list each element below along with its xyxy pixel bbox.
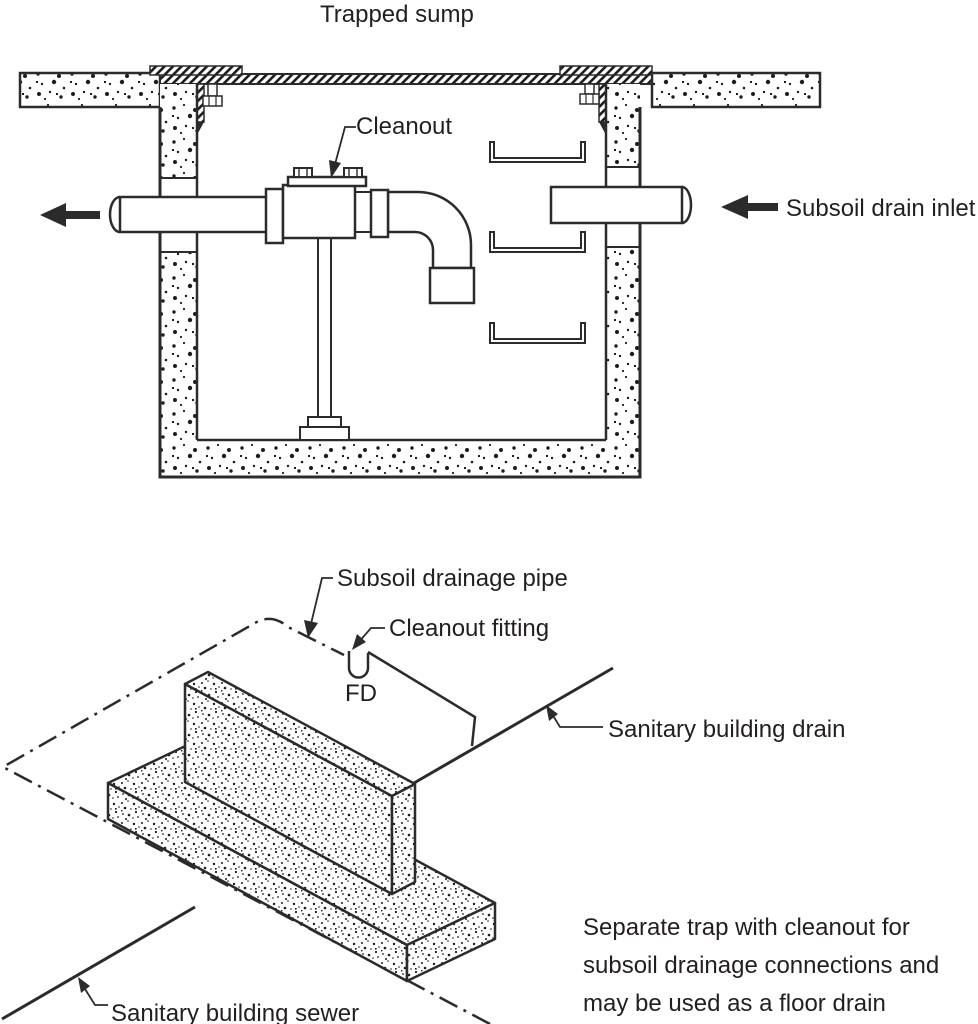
cleanout-flange [286, 175, 368, 188]
sanitary-building-drain-line [413, 666, 614, 785]
subsoil-drainage-pipe-line [0, 617, 491, 1024]
sump-inner-outline [195, 84, 608, 442]
inlet-pipe [549, 185, 693, 225]
cleanout-leader [329, 126, 356, 178]
ladder-rung [489, 322, 586, 344]
fitting-connection-line [367, 650, 477, 747]
cleanout-tee-assembly [264, 167, 390, 245]
sump-cover-plate [159, 73, 653, 85]
cleanout-fitting-leader [352, 627, 385, 650]
sanitary-building-sewer-label: Sanitary building sewer [111, 1000, 359, 1024]
sanitary-building-sewer-line [1, 905, 196, 1021]
flange-bolt [343, 167, 363, 178]
flange-bolt [293, 167, 313, 178]
slab-end-face [405, 901, 497, 983]
outflow-arrow-left-icon [40, 203, 100, 227]
caption-line-1: Separate trap with cleanout for [583, 914, 910, 941]
trapped-sump-diagram: Trapped sump Cleanout Subsoil drain inle… [18, 1, 976, 479]
subsoil-drainage-pipe-label: Subsoil drainage pipe [337, 565, 568, 592]
concrete-trap-block [106, 670, 497, 983]
drain-leader [546, 705, 603, 728]
outlet-pipe [108, 195, 269, 234]
leader-arrowhead-icon [329, 160, 341, 178]
isometric-trap-diagram: Subsoil drainage pipe Cleanout fitting F… [0, 565, 939, 1024]
floor-drain-label: FD [345, 680, 377, 707]
coupling-right [369, 188, 390, 239]
sump-wall-right [606, 84, 640, 440]
cleanout-label: Cleanout [356, 113, 452, 140]
sump-wall-left [160, 84, 197, 440]
leader-arrowhead-icon [546, 705, 558, 721]
ladder-rung [489, 231, 586, 253]
ladder-rungs [489, 141, 586, 344]
dip-pipe [299, 238, 350, 441]
leader-arrowhead-icon [304, 620, 318, 638]
cover-frame-right [559, 65, 653, 76]
cover-frame-left [149, 65, 243, 76]
floor-slab-left [18, 71, 162, 109]
subsoil-pipe-leader [304, 577, 333, 638]
floor-slab-right [650, 71, 822, 109]
sump-floor-slab [160, 440, 640, 477]
inlet-arrow-left-icon [721, 195, 778, 219]
caption-line-3: may be used as a floor drain [583, 990, 886, 1017]
pipe-nipple [354, 191, 373, 233]
elbow-pipe [386, 190, 476, 305]
wall-end-face [390, 782, 417, 896]
leader-arrowhead-icon [78, 977, 90, 993]
sump-outer-outline [158, 107, 642, 479]
ladder-rung [489, 141, 586, 163]
tee-body [281, 183, 357, 240]
leader-arrowhead-icon [352, 634, 366, 650]
elbow-hub [428, 266, 476, 305]
cleanout-fitting-label: Cleanout fitting [389, 615, 549, 642]
subsoil-drain-inlet-label: Subsoil drain inlet [786, 195, 976, 222]
sewer-leader [78, 977, 108, 1006]
sanitary-building-drain-label: Sanitary building drain [608, 716, 845, 743]
coupling-left [264, 187, 285, 245]
cleanout-fitting-shape [347, 651, 370, 679]
diagram-title: Trapped sump [320, 1, 474, 28]
caption-line-2: subsoil drainage connections and [583, 952, 939, 979]
caption-block: Separate trap with cleanout for subsoil … [583, 914, 939, 1017]
